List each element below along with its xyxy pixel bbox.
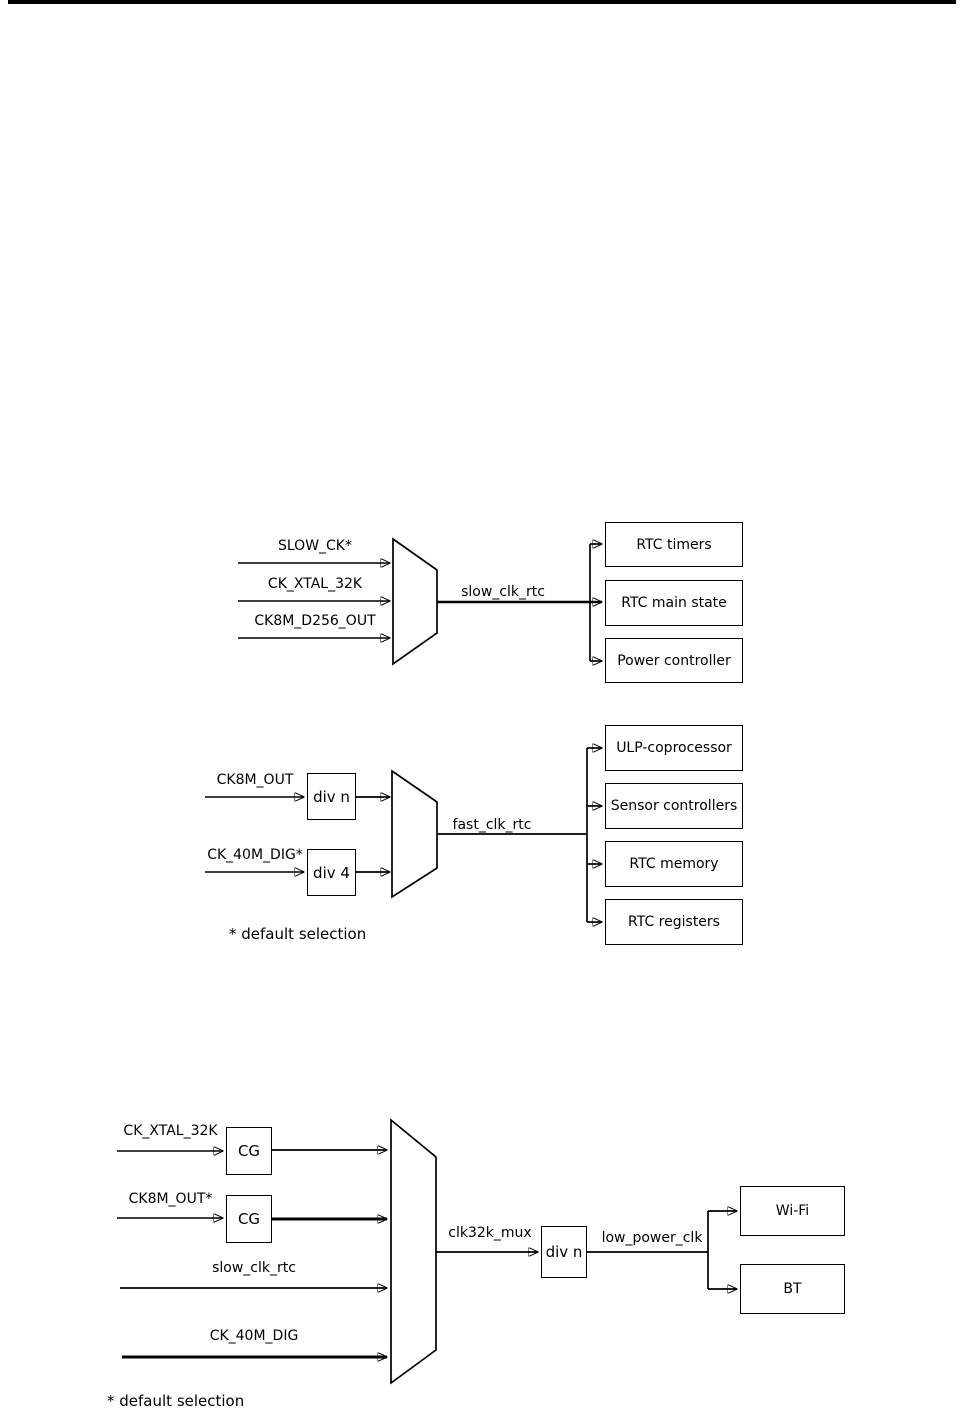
clock-gate-label: CG (237, 1210, 261, 1228)
consumer-box-rtc-memory: RTC memory (605, 841, 743, 887)
clock-source-label: CK_XTAL_32K (267, 576, 363, 592)
clk32k-mux (390, 1118, 437, 1385)
clock-source-label: slow_clk_rtc (212, 1260, 296, 1276)
divider-label: div n (313, 787, 350, 806)
consumer-label: RTC memory (629, 856, 719, 872)
low-power-diagram-wires (117, 1118, 737, 1385)
consumer-box-sensor-controllers: Sensor controllers (605, 783, 743, 829)
page-top-rule (8, 0, 956, 4)
net-label-fast-clk-rtc: fast_clk_rtc (452, 817, 532, 833)
consumer-box-rtc-timers: RTC timers (605, 522, 743, 567)
divider-label: div n (545, 1243, 583, 1261)
fast-clk-diagram-wires (205, 748, 602, 922)
divider-box-div-n: div n (541, 1226, 587, 1278)
consumer-box-rtc-registers: RTC registers (605, 899, 743, 945)
clock-source-label: SLOW_CK* (277, 538, 352, 554)
divider-label: div 4 (313, 863, 350, 882)
clock-gate-box: CG (226, 1127, 272, 1175)
consumer-box-wifi: Wi-Fi (740, 1186, 845, 1236)
consumer-box-bt: BT (740, 1264, 845, 1314)
clock-source-label: CK_XTAL_32K (123, 1123, 218, 1139)
divider-box-div-4: div 4 (307, 849, 356, 896)
consumer-box-ulp-coprocessor: ULP-coprocessor (605, 725, 743, 771)
consumer-label: RTC main state (621, 595, 727, 611)
fast-clk-mux (391, 769, 438, 899)
consumer-label: Sensor controllers (610, 798, 738, 814)
clock-source-label: CK8M_OUT* (128, 1191, 213, 1207)
consumer-label: Wi-Fi (775, 1203, 810, 1219)
consumer-label: ULP-coprocessor (616, 740, 732, 756)
clock-gate-box: CG (226, 1195, 272, 1243)
consumer-box-power-controller: Power controller (605, 638, 743, 683)
clock-source-label: CK8M_OUT (216, 772, 294, 788)
consumer-box-rtc-main-state: RTC main state (605, 580, 743, 626)
net-label-low-power-clk: low_power_clk (601, 1230, 703, 1246)
consumer-label: Power controller (617, 652, 731, 669)
slow-clk-diagram-wires (238, 537, 602, 666)
default-selection-footnote: * default selection (229, 925, 367, 943)
clock-source-label: CK_40M_DIG* (207, 847, 303, 863)
consumer-label: BT (783, 1281, 802, 1297)
clock-source-label: CK8M_D256_OUT (254, 613, 376, 629)
divider-box-div-n: div n (307, 773, 356, 820)
default-selection-footnote: * default selection (107, 1392, 245, 1410)
clock-gate-label: CG (237, 1142, 261, 1160)
consumer-label: RTC timers (636, 536, 712, 553)
slow-clk-mux (392, 537, 438, 666)
net-label-clk32k-mux: clk32k_mux (448, 1225, 532, 1241)
clock-source-label: CK_40M_DIG (209, 1328, 299, 1344)
consumer-label: RTC registers (628, 914, 720, 930)
net-label-slow-clk-rtc: slow_clk_rtc (461, 584, 545, 600)
